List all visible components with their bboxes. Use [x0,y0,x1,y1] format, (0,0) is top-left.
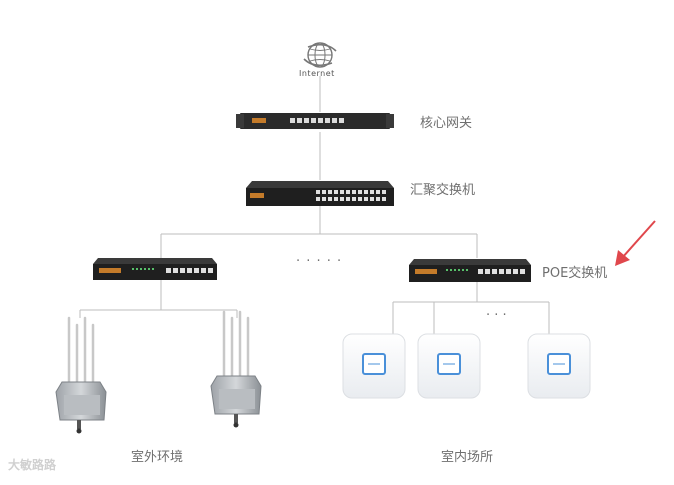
globe-icon [304,43,336,67]
poe-switch-label: POE交换机 [542,262,607,281]
aggregation-switch-device [246,181,394,206]
core-gateway-label: 核心网关 [420,112,472,131]
poe-switch-device [409,259,531,282]
watermark-text: 大敏路路 [8,458,56,472]
ellipsis-ap: · · · [486,308,507,323]
outdoor-label: 室外环境 [131,446,183,465]
indoor-label: 室内场所 [441,446,493,465]
outdoor-ap-right [211,312,261,428]
internet-label: Internet [299,69,335,78]
outdoor-switch-device [93,258,217,280]
indoor-ap-1 [343,334,405,398]
red-arrow-icon [615,221,655,266]
indoor-ap-2 [418,334,480,398]
ellipsis-middle: · · · · · [296,254,342,269]
indoor-ap-3 [528,334,590,398]
outdoor-ap-left [56,318,106,434]
watermark-logo: 大敏路路 [8,456,56,473]
aggregation-switch-label: 汇聚交换机 [410,179,475,198]
core-gateway-device [236,113,394,129]
